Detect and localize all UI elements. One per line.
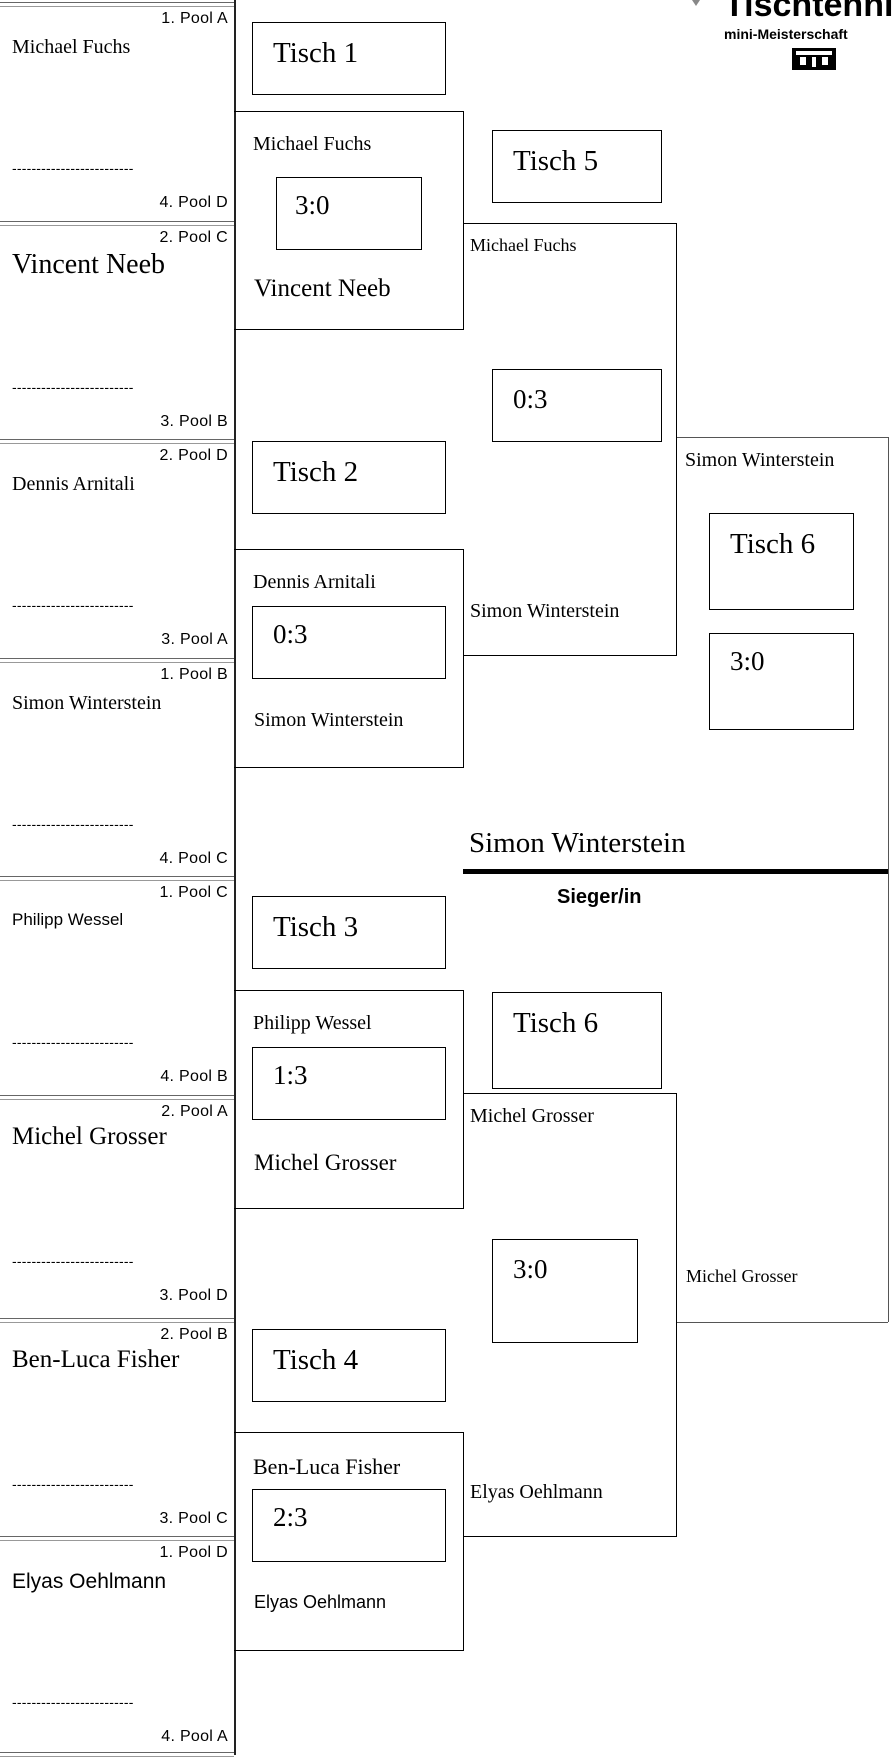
round1-vertical-line [234,0,236,1755]
final-table-box: Tisch 6 [709,513,854,610]
semifinal-match-bracket [464,223,677,656]
quarterfinal-table: Tisch 1 [273,37,359,69]
quarterfinal-score-box: 0:3 [252,606,446,679]
final-table: Tisch 6 [730,528,816,560]
round1-bottom-pool: 3. Pool C [159,1510,228,1527]
round1-top-player: Philipp Wessel [12,910,124,929]
round1-top-player: Elyas Oehlmann [12,1570,167,1593]
semifinal-table: Tisch 5 [513,145,599,177]
quarterfinal-table-box: Tisch 4 [252,1329,446,1402]
round1-bottom-pool: 4. Pool A [161,1728,228,1745]
final-score-box: 3:0 [709,633,854,730]
round1-bottom-pool: 4. Pool D [159,194,228,211]
round1-empty-slot: ------------------------- [12,597,134,613]
quarterfinal-score-box: 2:3 [252,1489,446,1562]
quarterfinal-table-box: Tisch 2 [252,441,446,514]
round1-bottom-pool: 4. Pool C [159,850,228,867]
quarterfinal-score: 0:3 [273,619,308,649]
round1-empty-slot: ------------------------- [12,1253,134,1269]
quarterfinal-player2: Michel Grosser [254,1150,397,1175]
semifinal-score-box: 0:3 [492,369,662,442]
quarterfinal-table: Tisch 3 [273,911,359,943]
round1-top-player: Ben-Luca Fisher [12,1346,180,1373]
round1-top-pool: 1. Pool A [161,10,228,27]
quarterfinal-table: Tisch 2 [273,456,359,488]
logo: Tischtenni mini-Meisterschaft [680,0,896,86]
semifinal-player2: Elyas Oehlmann [470,1481,603,1503]
quarterfinal-player2: Vincent Neeb [254,275,391,302]
semifinal-score: 3:0 [513,1254,548,1284]
semifinal-player1: Michael Fuchs [470,235,577,255]
round1-top-player: Dennis Arnitali [12,473,135,495]
round1-top-pool: 2. Pool A [161,1103,228,1120]
round1-top-pool: 2. Pool B [160,1326,228,1343]
semifinal-table-box: Tisch 5 [492,130,662,203]
round1-bottom-pool: 3. Pool B [160,413,228,430]
quarterfinal-player1: Ben-Luca Fisher [253,1454,401,1479]
semifinal-player2: Simon Winterstein [470,600,620,622]
quarterfinal-score: 2:3 [273,1502,308,1532]
round1-empty-slot: ------------------------- [12,1034,134,1050]
semifinal-table: Tisch 6 [513,1007,599,1039]
quarterfinal-player2: Simon Winterstein [254,709,404,731]
round1-bottom-pool: 3. Pool D [159,1287,228,1304]
sparkasse-logo-icon [792,48,836,70]
round1-empty-slot: ------------------------- [12,1476,134,1492]
winner-line [463,869,888,874]
quarterfinal-player1: Michael Fuchs [253,133,372,155]
round1-match-divider [0,658,234,663]
quarterfinal-player2: Elyas Oehlmann [254,1592,387,1612]
winner-label: Sieger/in [557,886,642,908]
logo-accent-icon [692,0,700,6]
round1-top-pool: 1. Pool C [159,884,228,901]
quarterfinal-score-box: 3:0 [276,177,422,250]
quarterfinal-player1: Philipp Wessel [253,1012,372,1034]
round1-match-divider [0,1318,234,1323]
round1-top-player: Simon Winterstein [12,692,162,714]
final-player1: Simon Winterstein [685,449,835,471]
semifinal-table-box: Tisch 6 [492,992,662,1089]
logo-title: Tischtenni [724,0,894,24]
quarterfinal-score: 3:0 [295,190,330,220]
round1-match-divider [0,876,234,881]
round1-match-divider [0,1536,234,1541]
logo-subtitle: mini-Meisterschaft [724,26,848,42]
winner-name: Simon Winterstein [469,827,686,859]
round1-top-pool: 1. Pool B [160,666,228,683]
round1-match-divider [0,1095,234,1100]
round1-empty-slot: ------------------------- [12,1694,134,1710]
final-score: 3:0 [730,646,765,676]
quarterfinal-match-bracket [234,549,464,768]
quarterfinal-table-box: Tisch 1 [252,22,446,95]
quarterfinal-player1: Dennis Arnitali [253,571,376,593]
round1-top-pool: 2. Pool C [159,229,228,246]
semifinal-player1: Michel Grosser [470,1105,594,1127]
round1-top-player: Michel Grosser [12,1123,167,1150]
round1-match-divider [0,2,234,7]
quarterfinal-score: 1:3 [273,1060,308,1090]
quarterfinal-match-bracket [234,990,464,1209]
round1-top-pool: 1. Pool D [159,1544,228,1561]
round1-empty-slot: ------------------------- [12,160,134,176]
round1-bottom-pool: 4. Pool B [160,1068,228,1085]
round1-empty-slot: ------------------------- [12,816,134,832]
round1-bottom-pool: 3. Pool A [161,631,228,648]
quarterfinal-match-bracket [234,1432,464,1651]
semifinal-score: 0:3 [513,384,548,414]
round1-match-divider [0,221,234,226]
round1-empty-slot: ------------------------- [12,379,134,395]
quarterfinal-table: Tisch 4 [273,1344,359,1376]
round1-match-divider [0,439,234,444]
round1-top-pool: 2. Pool D [159,447,228,464]
quarterfinal-match-bracket [234,111,464,330]
round1-top-player: Vincent Neeb [12,249,166,280]
final-player2: Michel Grosser [686,1266,798,1286]
round1-top-player: Michael Fuchs [12,36,131,58]
quarterfinal-table-box: Tisch 3 [252,896,446,969]
semifinal-score-box: 3:0 [492,1239,638,1343]
semifinal-match-bracket [464,1093,677,1537]
quarterfinal-score-box: 1:3 [252,1047,446,1120]
